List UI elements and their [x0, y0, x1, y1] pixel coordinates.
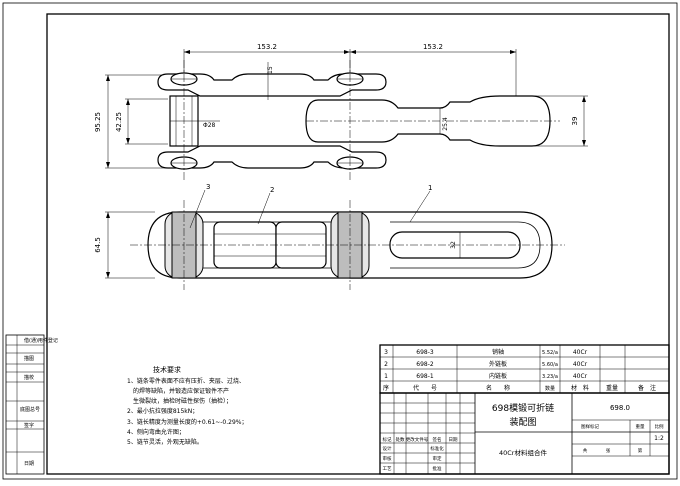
bom-r1-weight: 5.52/a — [542, 350, 558, 356]
outer-plate-top — [157, 73, 387, 97]
bom-r2-code: 698-2 — [416, 361, 434, 368]
strip-label-3: 描校 — [24, 374, 34, 381]
bom-r3-weight: 3.23/a — [542, 374, 558, 380]
tech-req-line-3: 生微裂纹，抽检时磁性探伤（抽检）； — [133, 397, 232, 405]
bom-table: 3 698-3 销轴 5.52/a 40Cr 2 698-2 外链板 5.60/… — [379, 344, 670, 394]
strip-label-6: 日期 — [24, 461, 34, 467]
tech-req-title: 技术要求 — [153, 365, 181, 374]
dim-side-height: 64.5 — [94, 237, 102, 253]
bom-r2-material: 40Cr — [573, 361, 588, 368]
dim-link-gap: 15 — [267, 66, 274, 74]
scale-value: 1:2 — [654, 435, 664, 442]
balloon-2: 2 — [270, 186, 274, 194]
left-strip: 借(通)用件登记 描图 描校 底图总号 签字 日期 — [5, 334, 58, 475]
bom-r2-no: 2 — [384, 361, 388, 368]
bom-r1-no: 3 — [384, 349, 388, 356]
bom-r1-material: 40Cr — [573, 349, 588, 356]
bom-h-name: 名 称 — [486, 384, 510, 392]
drawing-number: 698.0 — [610, 404, 630, 412]
tb-label-count: 处数 — [396, 436, 405, 443]
tech-req-line-5: 3、链长精度为测量长度的+0.61~-0.29%； — [127, 418, 247, 426]
bom-r2-weight: 5.60/a — [542, 362, 558, 368]
tb-label-audit: 审定 — [433, 455, 442, 462]
strip-label-1: 借(通)用件登记 — [24, 337, 58, 344]
tb-label-page: 第 — [638, 447, 643, 454]
balloon-1: 1 — [428, 184, 432, 192]
tb-label-change: 更改文件号 — [406, 436, 429, 443]
drawing-frame — [46, 13, 670, 475]
dim-pin-dia: Φ28 — [203, 122, 216, 129]
tb-label-total: 共 — [583, 447, 588, 454]
title-block: 标记 处数 更改文件号 签名 日期 设计 标准化 审核 工艺 批准 审定 698… — [379, 392, 670, 475]
tb-label-drawing-mark: 图样标记 — [581, 423, 599, 430]
strip-label-5: 签字 — [24, 422, 34, 429]
tech-req-line-7: 5、链节灵活，外观无缺陷。 — [127, 438, 203, 446]
dim-pitch-left: 153.2 — [257, 43, 277, 51]
top-view: 153.2 153.2 95.25 42.25 Φ28 15 — [94, 43, 588, 182]
tb-label-approve: 批准 — [433, 465, 442, 472]
balloon-3: 3 — [206, 183, 210, 191]
dim-overall-height: 95.25 — [94, 112, 102, 132]
dim-pitch-right: 153.2 — [423, 43, 443, 51]
bom-h-material: 材 料 — [571, 384, 589, 392]
dim-waist: 25.4 — [442, 117, 449, 131]
technical-requirements: 技术要求 1、链条零件表面不应有压折、夹层、过烧、 的焊等缺陷，并锻造应保证锻件… — [127, 365, 247, 446]
material-note: 40Cr材料组合件 — [499, 448, 547, 457]
bom-r2-name: 外链板 — [489, 360, 507, 368]
dim-inner-width: 32 — [450, 241, 457, 249]
drawing-name-1: 698模锻可折链 — [492, 402, 554, 414]
bom-h-qty: 数量 — [545, 385, 555, 392]
tb-label-design: 设计 — [383, 445, 392, 452]
bom-r1-name: 销轴 — [492, 348, 504, 356]
tb-label-sign: 签名 — [433, 436, 442, 443]
bom-r3-material: 40Cr — [573, 373, 588, 380]
tb-label-scale: 比例 — [655, 423, 664, 430]
tech-req-line-2: 的焊等缺陷，并锻造应保证锻件不产 — [133, 387, 229, 395]
dim-end-height: 39 — [571, 117, 579, 126]
bom-r3-name: 内链板 — [489, 372, 507, 380]
tech-req-line-6: 4、侧向弯曲允许图； — [127, 428, 185, 436]
dim-inner-height: 42.25 — [115, 112, 123, 132]
tb-label-weight: 重量 — [636, 423, 645, 430]
bom-h-weight: 重量 — [606, 384, 618, 392]
tech-req-line-4: 2、最小抗拉强度815kN； — [127, 407, 198, 415]
outer-plate-bottom — [157, 145, 387, 169]
outer-border — [2, 2, 678, 480]
tb-label-process: 工艺 — [383, 466, 392, 472]
strip-label-2: 描图 — [24, 355, 34, 362]
tb-label-sheet: 张 — [606, 447, 611, 454]
tb-label-date: 日期 — [449, 437, 458, 443]
bom-h-code: 代 号 — [413, 384, 437, 392]
tech-req-line-1: 1、链条零件表面不应有压折、夹层、过烧、 — [127, 377, 245, 385]
bom-h-no: 序 — [383, 384, 389, 392]
tb-label-review: 审核 — [383, 455, 392, 462]
strip-label-4: 底图总号 — [20, 406, 40, 413]
bom-h-remark: 备 注 — [638, 384, 656, 392]
bom-r1-code: 698-3 — [416, 349, 434, 356]
side-view: 64.5 32 3 2 1 — [94, 183, 565, 290]
bom-r3-code: 698-1 — [416, 373, 434, 380]
bom-r3-no: 1 — [384, 373, 388, 380]
tb-label-mark: 标记 — [383, 436, 392, 443]
tb-label-std: 标准化 — [430, 445, 444, 452]
drawing-name-2: 装配图 — [509, 416, 536, 428]
